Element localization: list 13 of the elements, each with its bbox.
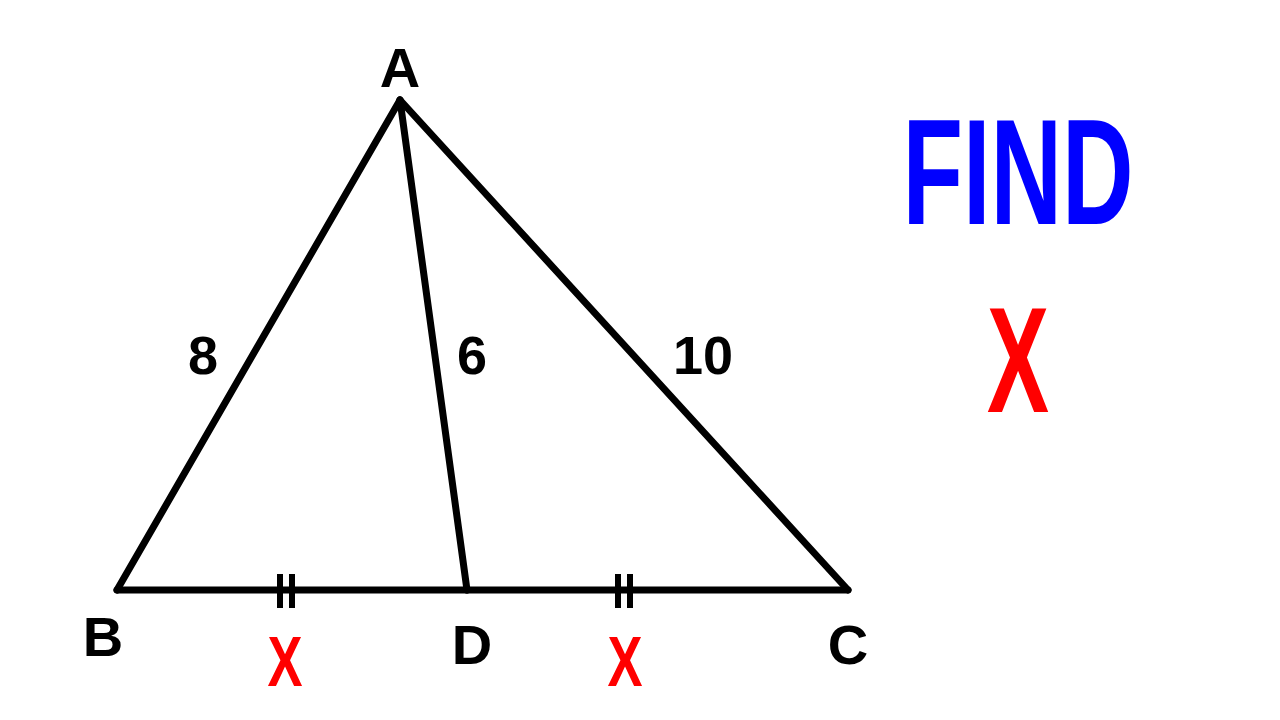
label-text: X <box>267 627 303 697</box>
label-text: FIND <box>902 97 1134 247</box>
vertex-label: A <box>379 40 421 96</box>
edge-label: 6 <box>457 328 487 382</box>
vertex-label: B <box>82 609 124 665</box>
edge-label: 8 <box>188 328 218 382</box>
line-segment <box>463 586 852 594</box>
label-text: X <box>987 285 1049 435</box>
vertex-label: D <box>451 617 493 673</box>
line-segment <box>396 96 852 594</box>
edge-label: 10 <box>672 328 734 382</box>
vertex-label: C <box>827 617 869 673</box>
label-text: X <box>607 627 643 697</box>
